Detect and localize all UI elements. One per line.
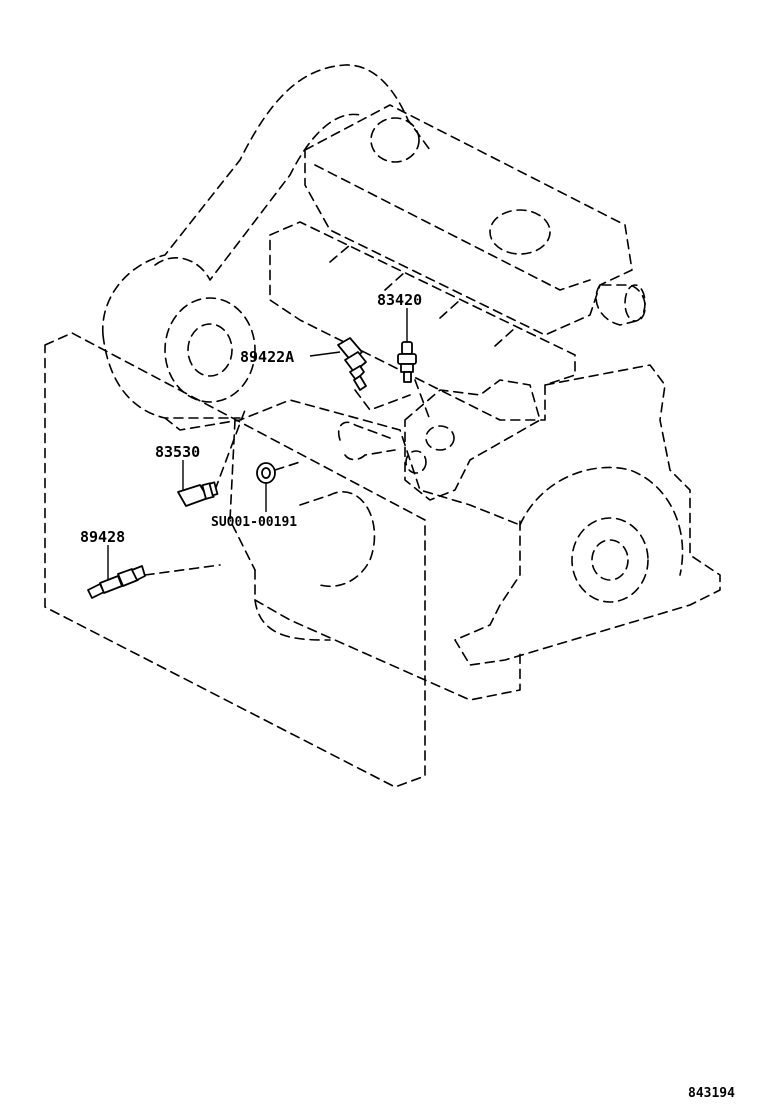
water-outlet-port-2	[405, 450, 427, 474]
label-89422a: 89422A	[240, 348, 294, 366]
water-outlet-housing	[404, 379, 541, 501]
bypass-pipe	[337, 421, 396, 461]
engine-block-right	[454, 364, 721, 666]
timing-belt-cover-outline	[102, 64, 431, 419]
plug-well	[489, 209, 551, 255]
oil-pan-lower	[254, 599, 331, 641]
connector-83420-dash	[414, 379, 431, 421]
oil-filler-cap	[370, 117, 420, 163]
connector-89422a-dash	[354, 389, 411, 411]
gasket-ring-inner	[261, 467, 271, 479]
front-cover	[164, 399, 521, 526]
head-ribs	[329, 244, 516, 347]
diagram-code: 843194	[688, 1086, 735, 1101]
cam-shaft-end-face	[624, 284, 646, 322]
cylinder-head-block	[269, 221, 576, 421]
cylinder-head-cover	[304, 104, 633, 336]
connector-89428-dash	[144, 564, 221, 576]
reference-panel-outline	[44, 332, 426, 788]
lower-block-line	[229, 419, 376, 587]
crank-pulley-hub	[187, 323, 233, 377]
head-cover-top-line	[314, 164, 591, 291]
water-outlet-port	[425, 425, 455, 451]
part-83530-switch[interactable]	[177, 481, 219, 507]
gasket-connector-dash	[274, 461, 301, 471]
crank-pulley	[164, 297, 256, 403]
leader-89422a	[309, 351, 341, 357]
connector-83530-dash	[214, 409, 246, 491]
label-83530: 83530	[155, 443, 200, 461]
flywheel-housing	[519, 466, 684, 576]
label-83420: 83420	[377, 291, 422, 309]
flywheel-boss	[571, 517, 649, 603]
label-su001-00191: SU001-00191	[211, 515, 297, 530]
oil-pan	[254, 569, 521, 701]
label-89428: 89428	[80, 528, 125, 546]
part-89422a-sensor[interactable]	[337, 337, 367, 391]
flywheel-boss-inner	[591, 539, 629, 581]
part-83420-sender[interactable]	[397, 341, 417, 383]
part-89428-sensor[interactable]	[87, 565, 146, 599]
cam-shaft-end	[595, 284, 646, 326]
timing-belt-inner	[154, 113, 361, 281]
